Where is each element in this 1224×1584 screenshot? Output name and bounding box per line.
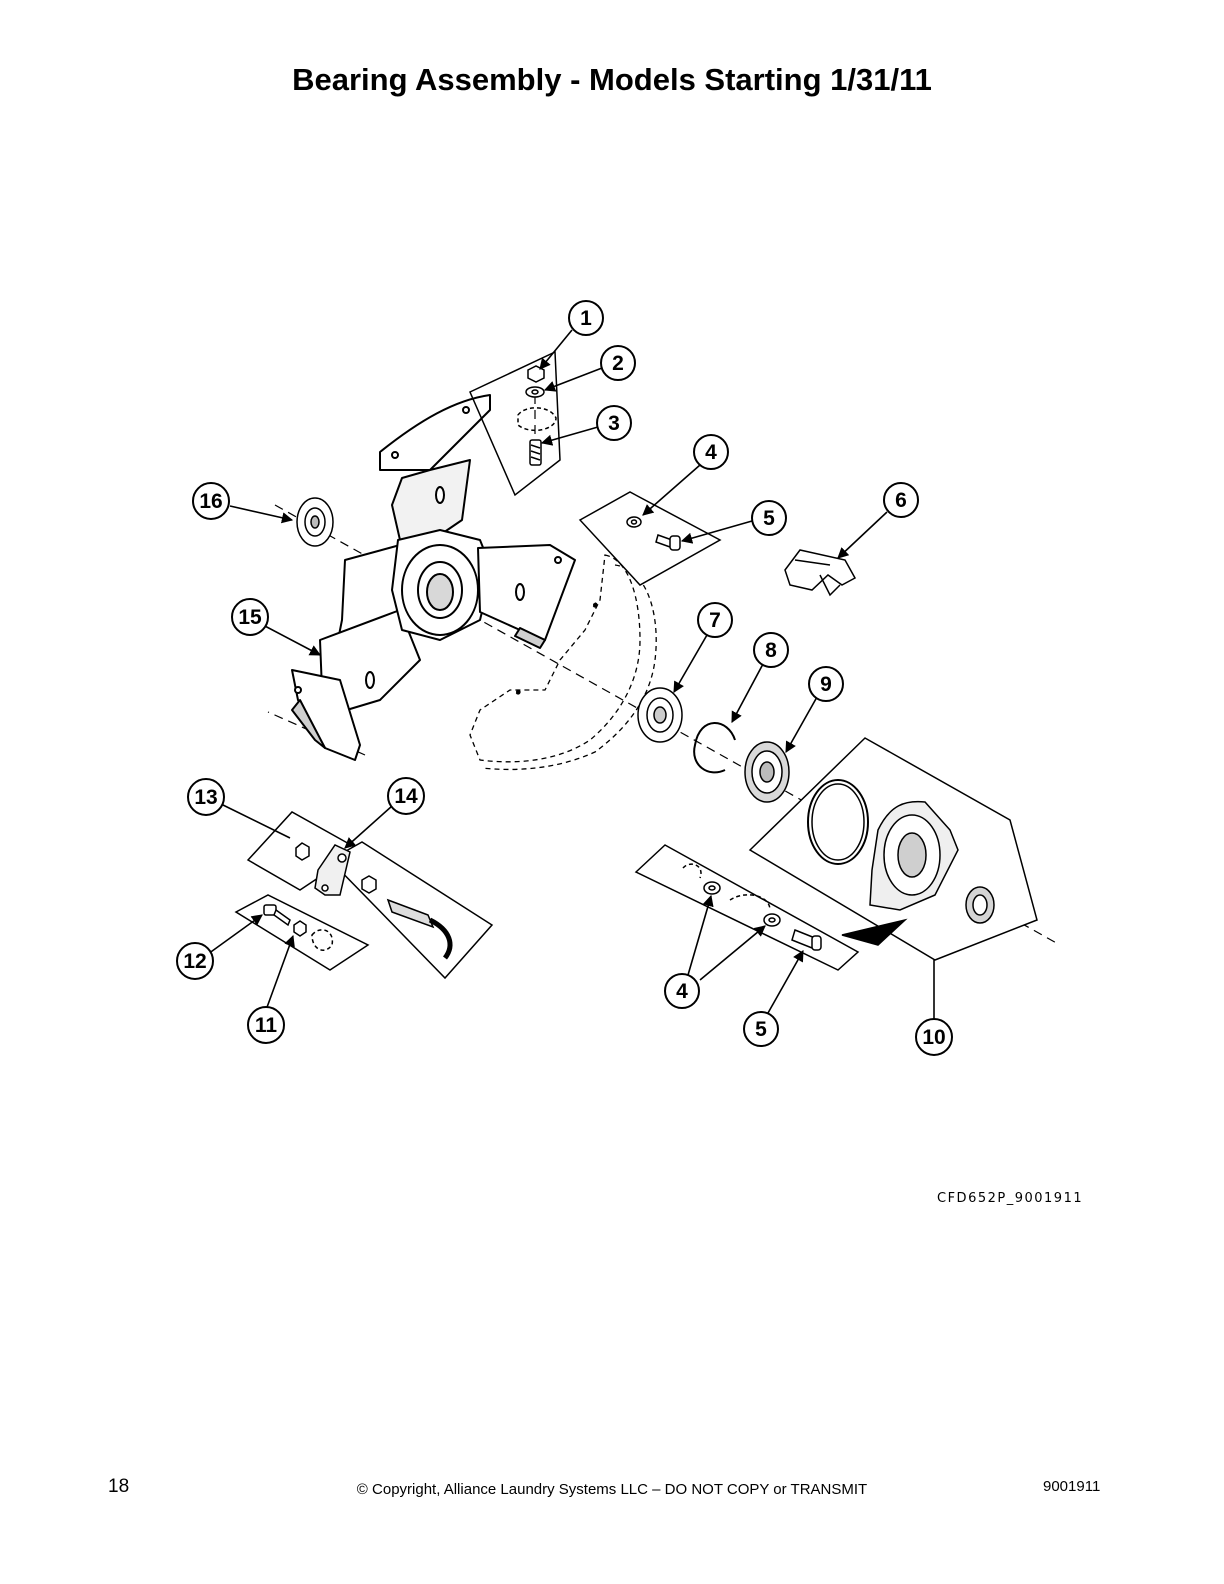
svg-text:7: 7: [709, 609, 721, 632]
svg-text:10: 10: [922, 1026, 945, 1049]
svg-text:5: 5: [755, 1018, 767, 1041]
svg-text:5: 5: [763, 507, 775, 530]
drum-phantom-outline: [469, 554, 657, 771]
callout-1: 1: [568, 300, 604, 336]
callout-11: 11: [247, 1006, 285, 1044]
page-number: 18: [108, 1476, 130, 1497]
svg-text:4: 4: [676, 980, 688, 1003]
svg-text:9: 9: [820, 673, 832, 696]
callout-10: 10: [915, 1018, 953, 1056]
svg-text:1: 1: [580, 307, 592, 330]
callout-2: 2: [600, 345, 636, 381]
leader-lines: [207, 329, 935, 1020]
callout-16: 16: [192, 482, 230, 520]
callout-14: 14: [387, 777, 425, 815]
copyright-notice: © Copyright, Alliance Laundry Systems LL…: [356, 1481, 868, 1498]
callout-7: 7: [697, 602, 733, 638]
callout-9: 9: [808, 666, 844, 702]
svg-text:2: 2: [612, 352, 624, 375]
svg-text:3: 3: [608, 412, 620, 435]
hardware-parts: [263, 365, 995, 960]
callout-8: 8: [753, 632, 789, 668]
callout-5-top: 5: [751, 500, 787, 536]
document-number: 9001911: [1043, 1478, 1101, 1495]
callout-15: 15: [231, 598, 269, 636]
diagram-code: CFD652P_9001911: [937, 1191, 1084, 1206]
bearing-housing-bracket: [291, 394, 576, 761]
svg-text:11: 11: [255, 1014, 278, 1037]
svg-text:15: 15: [238, 606, 262, 629]
svg-text:4: 4: [705, 441, 717, 464]
page-title: Bearing Assembly - Models Starting 1/31/…: [292, 62, 932, 97]
callout-12: 12: [176, 942, 214, 980]
svg-text:16: 16: [199, 490, 222, 513]
callout-4-top: 4: [693, 434, 729, 470]
svg-text:12: 12: [183, 950, 206, 973]
callout-13: 13: [187, 778, 225, 816]
callout-5-bottom: 5: [743, 1011, 779, 1047]
svg-text:6: 6: [895, 489, 907, 512]
callout-6: 6: [883, 482, 919, 518]
svg-text:14: 14: [394, 785, 418, 808]
callout-4-bottom: 4: [664, 973, 700, 1009]
svg-text:13: 13: [194, 786, 217, 809]
svg-text:8: 8: [765, 639, 777, 662]
callout-3: 3: [596, 405, 632, 441]
